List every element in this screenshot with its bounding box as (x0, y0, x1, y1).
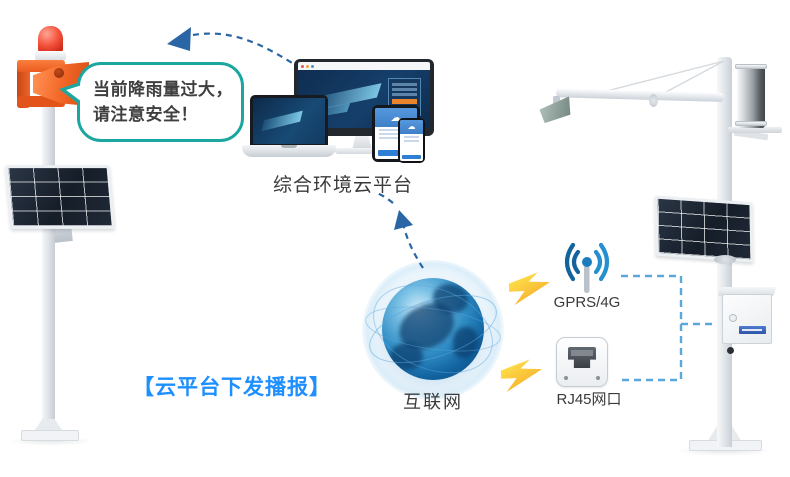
beacon-base (35, 51, 66, 61)
monitor-stand-base (335, 148, 389, 154)
lightning-bolt-rj45-icon (500, 359, 543, 393)
uplink-connector-line (621, 274, 683, 382)
monitor-stand-neck (352, 136, 372, 150)
app-row (379, 133, 413, 136)
control-box-label-strip (739, 326, 766, 334)
app-header: ☁ (400, 120, 423, 134)
solar-panel-right (654, 195, 754, 263)
horn-driver (54, 68, 64, 78)
ground-shadow-left (8, 436, 94, 446)
dashboard-glow (260, 111, 303, 132)
monitor-toolbar (298, 62, 430, 70)
cable-hole (727, 347, 734, 354)
warning-beacon-light (38, 26, 63, 54)
bubble-line-2: 请注意安全！ (93, 105, 198, 124)
window-dot-blue-icon (311, 64, 314, 68)
app-row (404, 139, 419, 142)
speech-bubble: 当前降雨量过大， 请注意安全！ (77, 62, 244, 142)
window-dot-red-icon (301, 64, 304, 68)
cloud-icon: ☁ (390, 112, 402, 125)
internet-caption: 互联网 (403, 392, 463, 412)
speech-bubble-tail-inner (66, 85, 82, 102)
gauge-platform (728, 127, 782, 133)
app-button (402, 155, 421, 159)
bubble-line-1: 当前降雨量过大， (93, 79, 233, 99)
continent (453, 326, 478, 358)
laptop-display (253, 98, 325, 144)
crossarm-end-cap (553, 96, 560, 107)
solar-cells (8, 168, 112, 226)
internet-globe (382, 278, 484, 380)
crossarm-collar (649, 94, 658, 107)
panel-row (391, 82, 417, 86)
app-row (404, 135, 419, 138)
app-button (378, 150, 414, 156)
app-row (379, 129, 413, 132)
laptop-notch (281, 145, 297, 148)
gauge-rim-bottom (735, 121, 767, 126)
solar-panel-left (5, 165, 115, 229)
cloud-icon: ☁ (407, 122, 416, 132)
alarm-pole-base-plate (21, 430, 79, 441)
cloud-platform-caption: 综合环境云平台 (272, 175, 413, 196)
alarm-pole-base-flare (33, 419, 64, 433)
continent (390, 343, 423, 370)
screw-dot (564, 376, 568, 380)
label-strip-text-line (742, 329, 762, 331)
window-dot-orange-icon (306, 64, 309, 68)
lightning-bolt-gprs-icon (508, 272, 551, 306)
crossarm (555, 88, 725, 102)
smartphone: ☁ (398, 118, 425, 163)
pole-collar (714, 255, 736, 264)
panel-row (391, 92, 417, 96)
laptop-base (242, 145, 336, 157)
phone-screen: ☁ (400, 120, 423, 161)
alarm-pole (42, 90, 55, 434)
control-box (717, 287, 777, 344)
rain-gauge-cylinder (737, 67, 765, 128)
control-box-knob (729, 314, 737, 322)
rj45-caption: RJ45网口 (556, 391, 622, 408)
continent (433, 284, 468, 313)
ground-shadow-right (676, 446, 772, 456)
panel-button (391, 98, 417, 104)
panel-row (391, 87, 417, 91)
alarm-bracket-bottom (17, 96, 65, 107)
app-row (379, 137, 413, 140)
ethernet-jack-pins (571, 350, 593, 356)
screw-dot (596, 376, 600, 380)
cloud-to-alarm-arrowhead (167, 27, 191, 51)
gauge-rim-top (735, 64, 767, 69)
laptop-screen (250, 95, 328, 147)
ethernet-port-icon (556, 337, 608, 387)
gprs-caption: GPRS/4G (553, 294, 621, 311)
broadcast-caption: 【云平台下发播报】 (133, 376, 331, 399)
solar-cells (657, 198, 751, 260)
internet-to-cloud-arrowhead (394, 210, 413, 230)
gprs-antenna-icon (564, 242, 610, 293)
